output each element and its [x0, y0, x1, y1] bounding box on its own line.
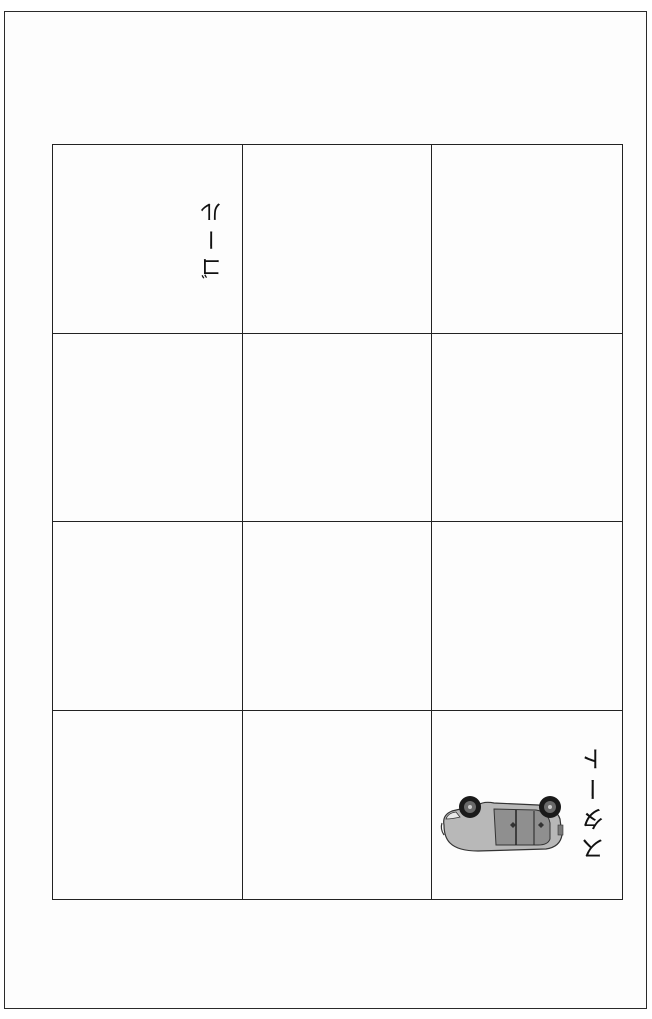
board-cell[interactable]: [243, 145, 433, 334]
front-wheel: [459, 796, 481, 818]
board-cell[interactable]: [432, 334, 622, 523]
goal-label: ゴール: [198, 195, 230, 279]
board-cell-start[interactable]: スタート: [432, 711, 622, 900]
board-cell[interactable]: [53, 334, 243, 523]
game-board: ゴール: [52, 144, 623, 900]
board-cell[interactable]: [243, 711, 433, 900]
board-cell[interactable]: [53, 522, 243, 711]
board-cell[interactable]: [432, 145, 622, 334]
board-cell[interactable]: [243, 522, 433, 711]
start-label: スタート: [577, 741, 612, 861]
board-cell[interactable]: [432, 522, 622, 711]
rear-wheel: [539, 796, 561, 818]
worksheet-page: ゴール: [4, 11, 647, 1009]
board-cell-goal[interactable]: ゴール: [53, 145, 243, 334]
board-cell[interactable]: [53, 711, 243, 900]
car-icon[interactable]: [438, 795, 566, 859]
board-cell[interactable]: [243, 334, 433, 523]
